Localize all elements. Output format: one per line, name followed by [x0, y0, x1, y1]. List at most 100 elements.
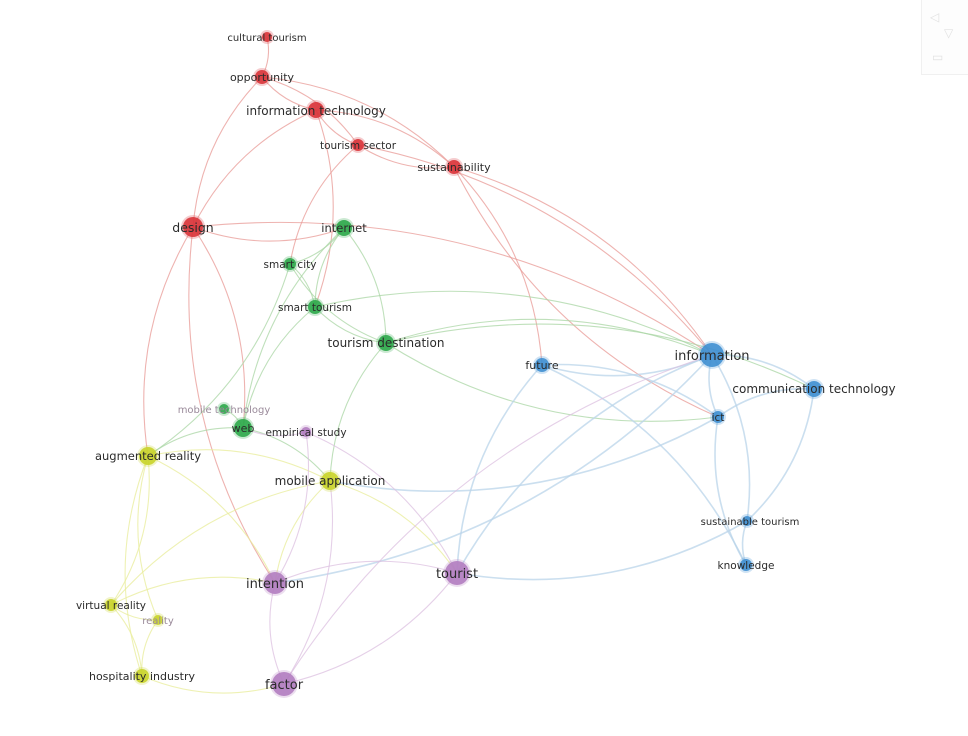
edge-intention-tourist — [274, 560, 458, 584]
node-label-smart-tourism[interactable]: smart tourism — [278, 302, 352, 314]
node-opportunity[interactable] — [255, 70, 269, 84]
edge-sustainable-tourism-tourist — [456, 520, 748, 581]
node-label-communication-technology[interactable]: communication technology — [732, 382, 895, 396]
node-mobile-application[interactable] — [321, 472, 339, 490]
node-label-information-technology[interactable]: information technology — [246, 104, 386, 118]
node-ict[interactable] — [712, 411, 724, 423]
node-internet[interactable] — [336, 220, 352, 236]
node-intention[interactable] — [264, 572, 286, 594]
node-label-web[interactable]: web — [232, 422, 255, 435]
edge-design-web — [192, 226, 246, 429]
node-label-factor[interactable]: factor — [265, 678, 304, 693]
node-label-mobile-application[interactable]: mobile application — [275, 474, 386, 488]
edge-internet-tourism-destination — [343, 227, 387, 344]
edge-mobile-application-virtual-reality — [110, 480, 331, 606]
node-label-hospitality-industry[interactable]: hospitality industry — [89, 670, 196, 683]
edge-augmented-reality-intention — [147, 455, 276, 584]
node-mobile-technology[interactable] — [219, 404, 229, 414]
edge-tourist-factor — [283, 572, 458, 685]
node-smart-tourism[interactable] — [308, 300, 322, 314]
edge-intention-empirical-study — [274, 431, 310, 584]
edge-virtual-reality-intention — [110, 576, 276, 606]
node-label-ict[interactable]: ict — [712, 412, 725, 424]
edge-information-technology-smart-tourism — [314, 109, 334, 308]
edge-smart-tourism-information — [314, 290, 713, 356]
node-tourism-destination[interactable] — [378, 335, 394, 351]
edge-information-sustainable-tourism — [711, 354, 751, 522]
node-virtual-reality[interactable] — [105, 599, 117, 611]
edge-internet-web — [242, 227, 345, 429]
node-label-sustainable-tourism[interactable]: sustainable tourism — [701, 517, 800, 528]
edge-web-mobile-application — [242, 427, 331, 482]
node-factor[interactable] — [272, 672, 296, 696]
node-information-technology[interactable] — [308, 102, 324, 118]
edge-opportunity-design — [192, 76, 263, 228]
node-smart-city[interactable] — [284, 258, 296, 270]
edge-knowledge-future — [541, 364, 747, 566]
edge-sustainability-ict — [453, 166, 719, 418]
node-knowledge[interactable] — [740, 559, 752, 571]
node-design[interactable] — [183, 217, 203, 237]
edge-hospitality-industry-factor — [141, 675, 285, 694]
triangle-down-icon: ▽ — [944, 26, 954, 40]
node-tourist[interactable] — [445, 561, 469, 585]
edge-communication-technology-sustainable-tourism — [746, 388, 815, 522]
node-information[interactable] — [700, 343, 724, 367]
node-augmented-reality[interactable] — [139, 447, 157, 465]
edge-communication-technology-ict — [717, 387, 815, 418]
node-tourism-sector[interactable] — [352, 139, 364, 151]
edge-virtual-reality-hospitality-industry — [110, 604, 143, 677]
edge-smart-city-tourism-destination — [289, 263, 387, 344]
node-reality[interactable] — [153, 615, 163, 625]
edge-mobile-application-intention — [274, 480, 331, 584]
node-label-tourism-destination[interactable]: tourism destination — [328, 336, 445, 350]
node-label-virtual-reality[interactable]: virtual reality — [76, 600, 146, 612]
edge-information-technology-design — [192, 109, 317, 228]
rectangle-icon: ▭ — [932, 50, 944, 64]
edge-tourism-destination-information — [385, 318, 713, 356]
edge-augmented-reality-virtual-reality — [110, 455, 150, 606]
node-label-opportunity[interactable]: opportunity — [230, 71, 295, 84]
node-label-sustainability[interactable]: sustainability — [417, 161, 491, 174]
node-label-augmented-reality[interactable]: augmented reality — [95, 449, 201, 463]
edge-opportunity-sustainability — [261, 76, 455, 168]
edge-sustainability-future — [453, 166, 543, 366]
node-communication-technology[interactable] — [806, 381, 822, 397]
node-label-cultural-tourism[interactable]: cultural tourism — [227, 33, 306, 44]
node-label-empirical-study[interactable]: empirical study — [265, 427, 346, 439]
node-label-knowledge[interactable]: knowledge — [718, 560, 775, 572]
node-hospitality-industry[interactable] — [135, 669, 149, 683]
node-label-intention[interactable]: intention — [246, 577, 304, 592]
node-label-smart-city[interactable]: smart city — [264, 259, 317, 271]
edge-tourism-destination-mobile-application — [329, 342, 387, 482]
node-label-tourist[interactable]: tourist — [436, 567, 478, 582]
edge-smart-tourism-web — [242, 306, 316, 429]
edge-smart-tourism-tourism-destination — [314, 306, 387, 344]
node-label-reality[interactable]: reality — [142, 616, 174, 627]
node-future[interactable] — [535, 358, 549, 372]
edge-tourist-empirical-study — [305, 431, 458, 574]
edge-factor-mobile-application — [283, 480, 334, 685]
edge-intention-factor — [269, 582, 285, 685]
edge-ict-mobile-application — [329, 416, 719, 493]
edge-tourism-destination-communication-technology — [385, 323, 815, 390]
edge-mobile-application-tourist — [329, 480, 458, 574]
edge-augmented-reality-mobile-application — [147, 449, 331, 482]
edge-tourism-destination-ict — [385, 342, 719, 422]
node-label-future[interactable]: future — [525, 359, 558, 372]
node-label-design[interactable]: design — [172, 220, 213, 235]
label-layer: cultural tourism opportunity information t… — [76, 33, 896, 693]
node-label-tourism-sector[interactable]: tourism sector — [320, 140, 397, 152]
node-label-internet[interactable]: internet — [321, 221, 367, 235]
edge-design-augmented-reality — [143, 226, 194, 457]
node-label-information[interactable]: information — [674, 349, 749, 364]
node-label-mobile-technology[interactable]: mobile technology — [178, 405, 271, 416]
node-cultural-tourism[interactable] — [262, 32, 272, 42]
node-sustainability[interactable] — [447, 160, 461, 174]
edge-design-information — [192, 221, 713, 356]
node-sustainable-tourism[interactable] — [742, 516, 752, 526]
node-empirical-study[interactable] — [301, 427, 311, 437]
node-web[interactable] — [234, 419, 252, 437]
edge-augmented-reality-reality — [137, 455, 159, 621]
